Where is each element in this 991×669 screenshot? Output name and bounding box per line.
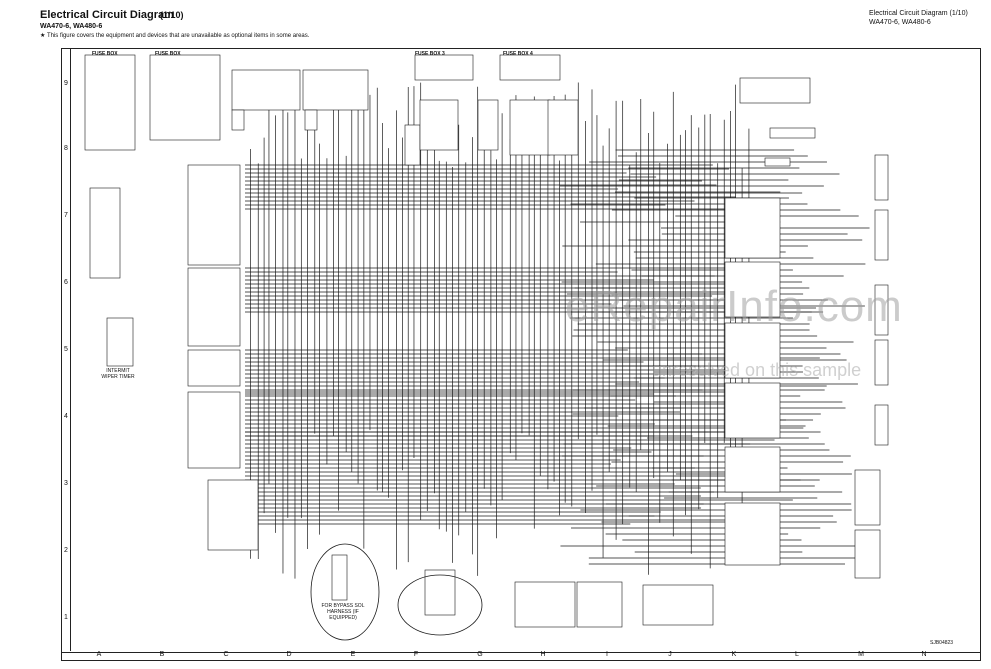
connector-block bbox=[477, 99, 499, 151]
header-models: WA470-6, WA480-6 bbox=[40, 23, 103, 30]
column-label: E bbox=[350, 651, 356, 658]
connector-block bbox=[207, 479, 259, 551]
connector-block bbox=[769, 127, 816, 139]
row-label: 8 bbox=[64, 145, 68, 152]
connector-block bbox=[724, 502, 781, 566]
connector-block bbox=[874, 339, 889, 386]
row-label: 5 bbox=[64, 346, 68, 353]
column-ruler bbox=[61, 651, 981, 661]
connector-block bbox=[499, 54, 561, 81]
column-label: N bbox=[921, 651, 927, 658]
connector-block bbox=[874, 209, 889, 261]
connector-block bbox=[84, 54, 136, 151]
column-label: B bbox=[159, 651, 165, 658]
connector-block bbox=[187, 391, 241, 469]
row-label: 2 bbox=[64, 547, 68, 554]
connector-block bbox=[739, 77, 811, 104]
connector-block bbox=[187, 267, 241, 347]
row-label: 1 bbox=[64, 614, 68, 621]
connector-block bbox=[514, 581, 576, 628]
fuse-box-label: FUSE BOX 3 bbox=[415, 51, 445, 57]
connector-block bbox=[106, 317, 134, 367]
connector-block bbox=[419, 99, 459, 151]
connector-block bbox=[854, 469, 881, 526]
connector-block bbox=[231, 69, 301, 111]
connector-block bbox=[414, 54, 474, 81]
connector-block bbox=[724, 382, 781, 439]
connector-block bbox=[724, 197, 781, 259]
column-label: A bbox=[96, 651, 102, 658]
row-ruler bbox=[61, 48, 71, 651]
bypass-harness-note: FOR BYPASS SOL HARNESS (IF EQUIPPED) bbox=[321, 603, 365, 621]
connector-block bbox=[724, 261, 781, 318]
connector-blocks bbox=[84, 54, 889, 628]
column-label: F bbox=[413, 651, 419, 658]
intermittent-wiper-label: INTERMIT WIPER TIMER bbox=[101, 368, 135, 380]
column-label: L bbox=[795, 651, 799, 658]
header-note: ★ This figure covers the equipment and d… bbox=[40, 33, 310, 39]
connector-block bbox=[724, 446, 781, 493]
connector-block bbox=[187, 164, 241, 266]
column-label: M bbox=[858, 651, 864, 658]
connector-block bbox=[547, 99, 579, 156]
connector-block bbox=[854, 529, 881, 579]
row-label: 4 bbox=[64, 413, 68, 420]
connector-block bbox=[874, 154, 889, 201]
watermark-subtext: unresolved on this sample bbox=[652, 360, 862, 380]
column-label: C bbox=[223, 651, 229, 658]
connector-block bbox=[874, 284, 889, 336]
connector-block bbox=[331, 554, 348, 601]
column-label: D bbox=[286, 651, 292, 658]
callout-ellipses bbox=[310, 543, 483, 641]
fuse-box-label: FUSE BOX bbox=[155, 51, 181, 57]
header-page-number: (1/10) bbox=[160, 10, 184, 20]
connector-block bbox=[149, 54, 221, 141]
column-label: H bbox=[540, 651, 546, 658]
row-label: 6 bbox=[64, 279, 68, 286]
header-right-models: WA470-6, WA480-6 bbox=[869, 19, 931, 26]
connector-block bbox=[89, 187, 121, 279]
diagram-frame bbox=[61, 48, 981, 653]
connector-block bbox=[764, 157, 791, 167]
fuse-box-label: FUSE BOX bbox=[92, 51, 118, 57]
column-label: G bbox=[477, 651, 483, 658]
connector-block bbox=[509, 99, 551, 156]
column-label: J bbox=[668, 651, 672, 658]
row-label: 3 bbox=[64, 480, 68, 487]
connector-block bbox=[304, 109, 318, 131]
row-label: 7 bbox=[64, 212, 68, 219]
header-right-title: Electrical Circuit Diagram (1/10) bbox=[869, 10, 968, 17]
column-label: K bbox=[731, 651, 737, 658]
row-label: 9 bbox=[64, 80, 68, 87]
connector-block bbox=[187, 349, 241, 387]
connector-block bbox=[231, 109, 245, 131]
fuse-box-label: FUSE BOX 4 bbox=[503, 51, 533, 57]
connector-block bbox=[404, 124, 421, 166]
watermark-text: eRepairInfo.com bbox=[565, 282, 903, 331]
connector-block bbox=[302, 69, 369, 111]
connector-block bbox=[424, 569, 456, 616]
connector-block bbox=[576, 581, 623, 628]
header-title: Electrical Circuit Diagram bbox=[40, 9, 174, 21]
column-label: I bbox=[606, 651, 608, 658]
connector-block bbox=[874, 404, 889, 446]
connector-block bbox=[724, 322, 781, 379]
connector-block bbox=[642, 584, 714, 626]
drawing-code: SJB04823 bbox=[930, 640, 954, 646]
